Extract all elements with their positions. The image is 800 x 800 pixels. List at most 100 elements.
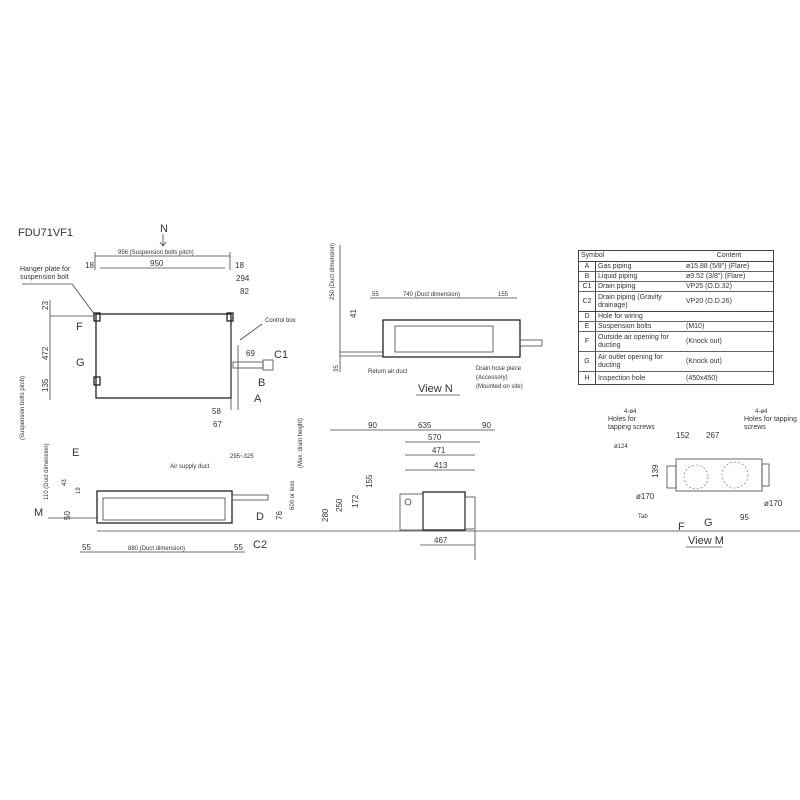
side-view: E M 110 (Duct dimension) 43 19 50 Air su… [34,418,800,553]
table-cell-content: (Knock out) [686,357,722,365]
outside-air-opening-F [683,464,709,490]
dim-23: 23 [41,301,50,310]
table-cell-content: (Knock out) [686,337,722,345]
drain-pipe-c1 [232,361,264,369]
top-view: N 956 (Suspension bolts pitch) 950 18 18… [20,223,296,440]
label-C1: C1 [274,349,288,361]
dim-294: 294 [236,274,250,283]
dim-139: 139 [651,464,660,478]
dim-250: 250 (Duct dimension) [330,243,336,300]
dim-55-left: 55 [82,543,91,552]
dim-line [94,252,231,270]
table-cell-name: Outside air opening for ducting [598,333,669,349]
table-cell-symbol: E [579,322,596,331]
table-cell-symbol: A [579,262,596,271]
label-F: F [76,321,83,333]
table-cell-content: ø9.52 (3/8") (Flare) [686,272,746,280]
dim-line [420,530,476,560]
dim-295: 295~325 [230,454,254,460]
dim-55-right: 55 [234,543,243,552]
dim-43: 43 [62,479,68,486]
control-box [399,493,424,531]
pipe-fitting [404,498,412,506]
dim-600: 600 or less [290,481,296,510]
table-cell-name: Air outlet opening for ducting [598,353,663,369]
table-cell-name: Suspension bolts [598,322,652,330]
table-cell-content: (M10) [686,322,705,330]
dim-95: 95 [740,513,749,522]
side-label: (Suspension bolts pitch) [20,376,26,440]
view-n-arrow-label: N [160,223,168,235]
table-cell-symbol: H [579,372,596,385]
unit-top-outline [95,313,232,399]
dim-956: 956 (Suspension bolts pitch) [118,250,194,256]
air-supply-duct [102,497,226,521]
table-cell-symbol: F [579,332,596,351]
dim-line [49,300,94,400]
table-cell-content: (450x450) [686,374,718,382]
return-air-duct [394,325,494,353]
leader-line [22,283,96,316]
unit-side-outline [382,319,521,358]
table-cell-symbol: B [579,272,596,281]
drain-label-3: (Mounted on site) [476,384,523,390]
dim-lines [330,429,495,471]
dim-152: 152 [676,431,690,440]
drain-label-1: Drain hose piece [476,366,522,372]
holes-right-count: 4-ø4 [755,409,768,415]
dim-41: 41 [349,309,358,318]
dim-max: (Max. drain height) [298,418,304,468]
drain-pipe-end [262,359,274,371]
arrow-E-label: E [72,447,79,459]
hanger-plate [226,312,234,322]
table-cell-content [684,312,773,321]
dim-740: 740 (Duct dimension) [403,292,460,298]
dim-19: 19 [76,487,82,494]
model-title: FDU71VF1 [18,227,73,239]
table-cell-symbol: G [579,352,596,371]
dim-76: 76 [275,511,284,520]
dim-880: 880 (Duct dimension) [128,546,185,552]
dim-135: 135 [41,378,50,392]
dim-82: 82 [240,287,249,296]
control-box-edge [230,325,239,410]
dim-635: 635 [418,421,432,430]
unit-end-outline [422,491,466,531]
dim-570: 570 [428,433,442,442]
table-cell-name: Inspection hole [598,374,646,382]
table-cell-name: Gas piping [598,262,632,270]
table-cell-name: Liquid piping [598,272,638,280]
table-cell-symbol: C1 [579,282,596,291]
dim-267: 267 [706,431,720,440]
dim-67: 67 [213,420,222,429]
view-m-title: View M [688,535,724,547]
table-cell-content: ø15.88 (5/8") (Flare) [686,262,750,270]
dim-50: 50 [63,511,72,520]
view-n: 55 740 (Duct dimension) 155 41 250 (Duct… [330,243,543,396]
table-cell-symbol: C2 [579,292,596,311]
ceiling-line [48,517,800,532]
dim-155: 155 [365,474,374,488]
table-cell-name: Hole for wiring [598,312,643,320]
dim-155: 155 [498,292,509,298]
dim-58: 58 [212,407,221,416]
holes-right-label: Holes for tapping screws [744,416,797,431]
drain-pipe [231,494,269,501]
dim-110: 110 (Duct dimension) [44,443,50,500]
label-C2: C2 [253,539,267,551]
arrow-M-label: M [34,507,43,519]
dim-69: 69 [246,349,255,358]
supply-label: Air supply duct [170,464,210,470]
dim-471: 471 [432,446,446,455]
hanger-label: Hanger plate for suspension bolt [20,266,71,281]
table-cell-content: VP25 (O.D.32) [686,282,732,290]
table-header-content: Content [716,252,742,259]
view-n-arrow-icon [159,234,167,247]
leader-line [239,323,263,341]
drain-label-2: (Accessory) [476,375,508,381]
